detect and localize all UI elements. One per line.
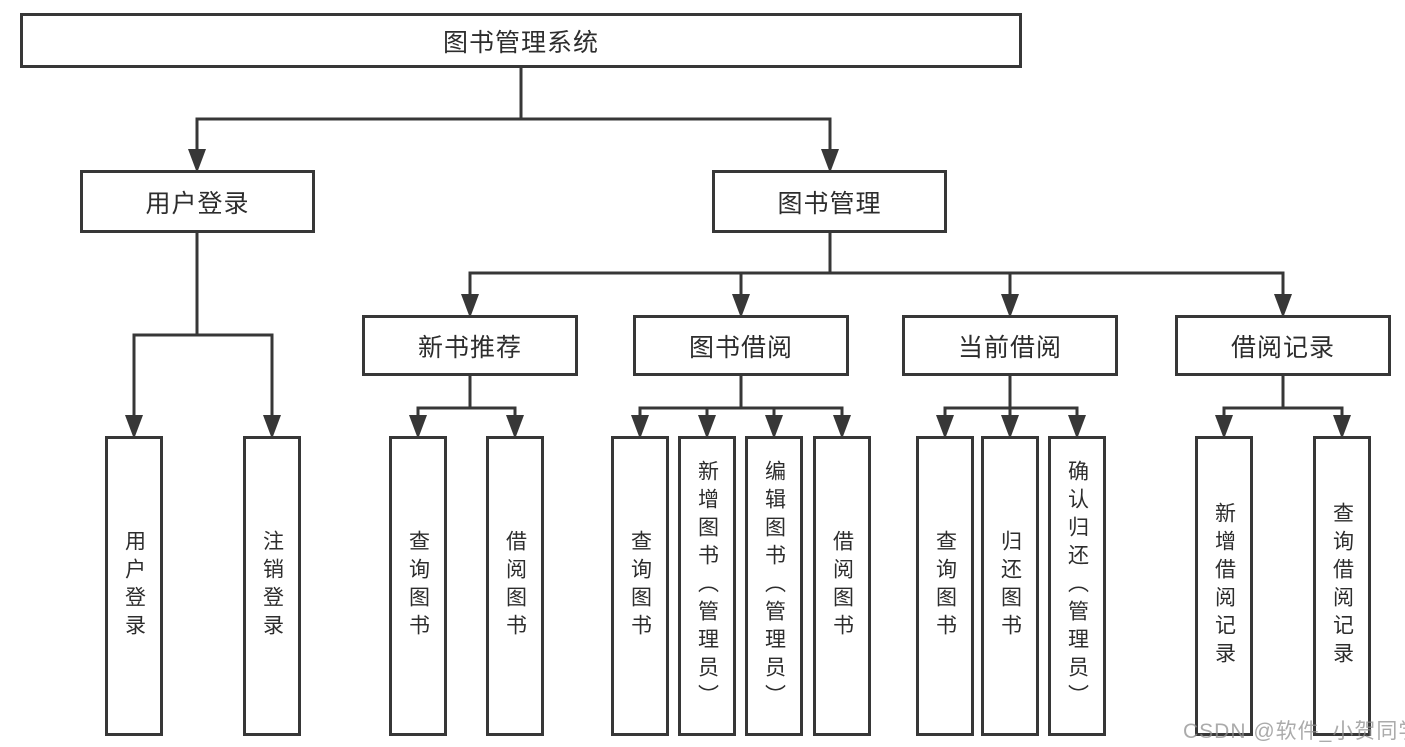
node-library-management-system: 图书管理系统	[20, 13, 1022, 68]
node-user-login: 用户登录	[80, 170, 315, 233]
leaf-user-login: 用户登录	[105, 436, 163, 736]
leaf-borrow-books-recommend: 借阅图书	[486, 436, 544, 736]
node-new-book-recommendation: 新书推荐	[362, 315, 578, 376]
leaf-edit-book-admin: 编辑图书（管理员）	[745, 436, 803, 736]
leaf-query-books-borrowing: 查询图书	[611, 436, 669, 736]
leaf-confirm-return-admin: 确认归还（管理员）	[1048, 436, 1106, 736]
node-current-borrowing: 当前借阅	[902, 315, 1118, 376]
leaf-borrow-books-borrowing: 借阅图书	[813, 436, 871, 736]
leaf-add-borrow-record: 新增借阅记录	[1195, 436, 1253, 736]
leaf-query-books-current: 查询图书	[916, 436, 974, 736]
node-book-management: 图书管理	[712, 170, 947, 233]
watermark: CSDN @软件_小贺同学	[1183, 720, 1405, 743]
node-borrowing-records: 借阅记录	[1175, 315, 1391, 376]
leaf-add-book-admin: 新增图书（管理员）	[678, 436, 736, 736]
leaf-return-books: 归还图书	[981, 436, 1039, 736]
leaf-logout: 注销登录	[243, 436, 301, 736]
leaf-query-borrow-record: 查询借阅记录	[1313, 436, 1371, 736]
leaf-query-books-recommend: 查询图书	[389, 436, 447, 736]
